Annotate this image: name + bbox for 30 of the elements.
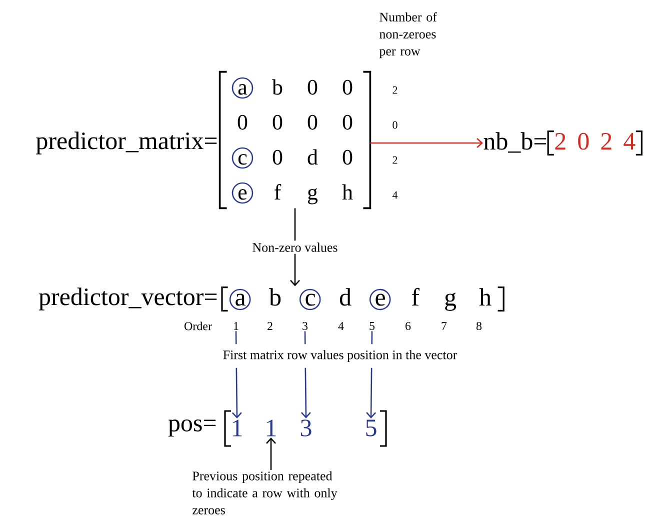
- row-count: 4: [392, 191, 398, 199]
- note-text: Previous position repeated to indicate a row with only zeroes: [192, 471, 338, 514]
- index-number: 4: [338, 322, 344, 330]
- index-number: 6: [406, 322, 411, 330]
- index-number: 1: [234, 322, 238, 330]
- position-value: 1: [232, 420, 242, 436]
- expression-label: pos=: [168, 419, 216, 437]
- order-label: Order: [184, 322, 212, 330]
- expression-label: predictor_matrix=: [36, 132, 217, 154]
- expression-label: predictor_vector=: [38, 288, 217, 310]
- bracketed-vector: nb_b= 2 0 2 4: [484, 130, 642, 156]
- index-number: 7: [442, 322, 447, 330]
- arrow: [370, 138, 483, 148]
- arrow: [290, 208, 300, 286]
- index-number: 2: [268, 322, 272, 330]
- index-number: 3: [302, 322, 308, 330]
- row-count: 0: [392, 121, 398, 129]
- bracketed-vector: a b c d e f g h: [221, 286, 504, 312]
- annotation: Number of non-zeroes per row: [379, 12, 437, 58]
- annotation: First matrix row values position in the vector: [218, 344, 462, 368]
- position-value: 1: [266, 420, 276, 436]
- index-number: 5: [370, 322, 375, 330]
- position-value: 3: [300, 420, 312, 436]
- index-number: 8: [476, 322, 482, 330]
- row-count: 2: [392, 156, 398, 164]
- position-value: 5: [366, 420, 376, 436]
- matrix: a b 0 0 0 0 0 0 c 0 d 0 e f g h: [218, 70, 372, 210]
- row-count: 2: [392, 86, 398, 94]
- edge-label: Non-zero values: [250, 240, 340, 254]
- arrow: [266, 437, 276, 470]
